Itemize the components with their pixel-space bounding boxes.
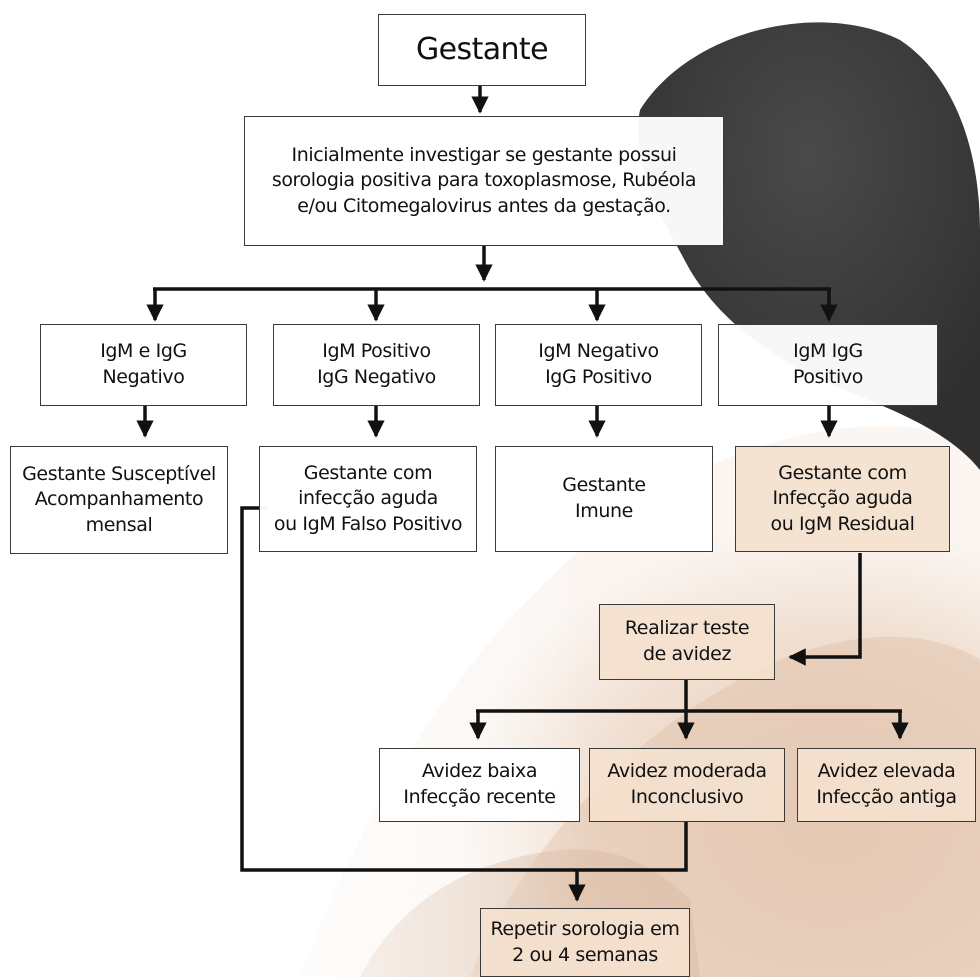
repeat-line-2: 2 ou 4 semanas (512, 943, 658, 966)
outcome-node-susceptible: Gestante Susceptível Acompanhamento mens… (10, 446, 228, 554)
repeat-line-1: Repetir sorologia em (490, 917, 680, 940)
avidity-high-line-1: Avidez elevada (817, 760, 956, 783)
outcome-2-line-3: ou IgM Falso Positivo (273, 512, 463, 535)
avidity-test-node: Realizar teste de avidez (599, 604, 775, 680)
result-2-line-2: IgG Negativo (317, 366, 436, 388)
outcome-2-line-2: infecção aguda (298, 487, 438, 510)
root-node: Gestante (378, 14, 586, 86)
result-3-line-2: IgG Positivo (545, 366, 652, 388)
repeat-serology-node: Repetir sorologia em 2 ou 4 semanas (480, 908, 690, 977)
avidity-high-line-2: Infecção antiga (816, 786, 957, 808)
result-4-line-2: Positivo (793, 366, 863, 388)
result-1-line-1: IgM e IgG (100, 340, 187, 363)
outcome-3-line-1: Gestante (562, 474, 646, 497)
arrow-to-avidity-test (788, 553, 862, 666)
avidity-test-line-2: de avidez (642, 643, 732, 665)
outcome-1-line-3: mensal (85, 513, 153, 536)
avidity-low-line-2: Infecção recente (403, 786, 556, 808)
avidity-low-line-1: Avidez baixa (421, 760, 538, 783)
outcome-1-line-2: Acompanhamento (34, 488, 204, 511)
result-1-line-2: Negativo (102, 366, 185, 388)
result-node-igm-pos-igg-neg: IgM Positivo IgG Negativo (273, 324, 480, 406)
intro-line-1: Inicialmente investigar se gestante poss… (291, 143, 677, 166)
avidity-low-node: Avidez baixa Infecção recente (379, 748, 580, 822)
result-2-line-1: IgM Positivo (322, 340, 431, 363)
outcome-1-line-1: Gestante Susceptível (22, 462, 216, 485)
avidity-test-line-1: Realizar teste (624, 617, 750, 640)
avidity-moderate-node: Avidez moderada Inconclusivo (589, 748, 785, 822)
result-node-igm-igg-negative: IgM e IgG Negativo (40, 324, 247, 406)
outcome-node-immune: Gestante Imune (495, 446, 713, 552)
outcome-node-acute-or-residual: Gestante com Infecção aguda ou IgM Resid… (735, 446, 950, 552)
outcome-4-line-1: Gestante com (778, 461, 907, 484)
avidity-moderate-line-1: Avidez moderada (607, 760, 767, 783)
result-node-igm-igg-positive: IgM IgG Positivo (718, 324, 938, 406)
loop-line (240, 506, 688, 872)
result-4-line-1: IgM IgG (793, 340, 863, 363)
intro-node: Inicialmente investigar se gestante poss… (244, 116, 724, 246)
result-3-line-1: IgM Negativo (538, 340, 659, 363)
outcome-4-line-2: Infecção aguda (772, 487, 913, 510)
avidity-high-node: Avidez elevada Infecção antiga (797, 748, 976, 822)
outcome-node-acute-or-false-positive: Gestante com infecção aguda ou IgM Falso… (259, 446, 477, 552)
root-label: Gestante (416, 31, 549, 67)
intro-line-3: e/ou Citomegalovirus antes da gestação. (297, 194, 671, 217)
outcome-3-line-2: Imune (575, 500, 633, 522)
outcome-2-line-1: Gestante com (303, 461, 433, 484)
result-node-igm-neg-igg-pos: IgM Negativo IgG Positivo (495, 324, 702, 406)
intro-line-2: sorologia positiva para toxoplasmose, Ru… (271, 169, 697, 192)
outcome-4-line-3: ou IgM Residual (770, 512, 915, 535)
avidity-moderate-line-2: Inconclusivo (630, 786, 744, 808)
